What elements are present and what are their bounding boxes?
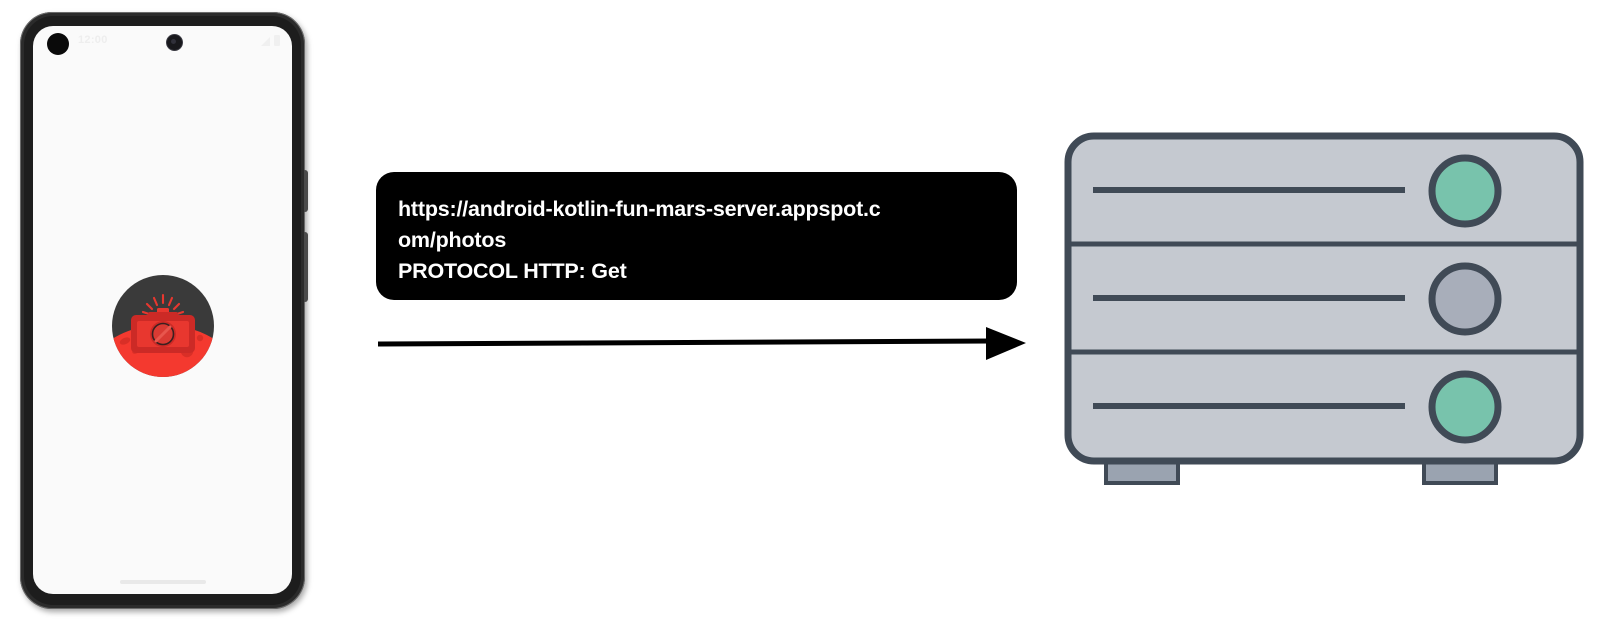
front-camera-icon <box>167 35 182 50</box>
home-indicator[interactable] <box>119 580 206 584</box>
signal-icon <box>261 37 270 46</box>
status-bar: 12:00 <box>33 26 292 60</box>
status-bar-time: 12:00 <box>78 34 108 46</box>
power-button[interactable] <box>304 170 308 212</box>
request-label-box: https://android-kotlin-fun-mars-server.a… <box>376 172 1017 300</box>
request-url-line-2: om/photos <box>398 228 507 252</box>
battery-icon <box>274 35 280 46</box>
request-url-line-1: https://android-kotlin-fun-mars-server.a… <box>398 197 881 221</box>
mars-photos-app-icon <box>111 275 214 377</box>
request-arrow <box>377 325 1026 365</box>
request-protocol-line: PROTOCOL HTTP: Get <box>398 259 627 283</box>
web-server-graphic <box>1062 128 1586 496</box>
status-bar-right-icons <box>261 35 280 46</box>
volume-button[interactable] <box>304 232 308 302</box>
android-phone-device: 12:00 <box>20 12 308 609</box>
phone-screen[interactable]: 12:00 <box>33 26 292 594</box>
punchhole-camera-icon <box>47 33 69 55</box>
